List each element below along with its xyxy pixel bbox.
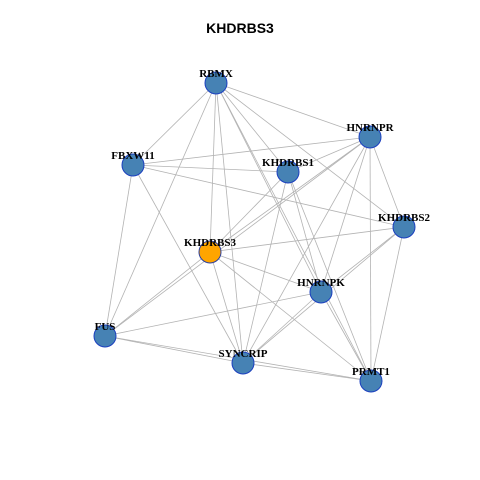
edge-rbmx-khdrbs2 (215, 82, 405, 228)
label-layer: RBMX HNRNPR FBXW11KHDRBS1KHDRBS2KHDRBS3HNR… (95, 68, 431, 378)
node-layer (93, 71, 416, 393)
node-hnrnpr[interactable] (358, 125, 382, 149)
edge-khdrbs2-prmt1 (370, 226, 405, 382)
edge-hnrnpr-fus (104, 136, 371, 337)
edge-rbmx-fus (104, 82, 217, 337)
edge-fbxw11-fus (104, 164, 134, 337)
node-label-khdrbs3: KHDRBS3 (184, 237, 236, 249)
edge-hnrnpr-khdrbs1 (287, 136, 371, 173)
edge-hnrnpk-fus (104, 291, 322, 337)
edge-khdrbs3-fus (104, 251, 211, 337)
edge-rbmx-khdrbs1 (215, 82, 289, 173)
edge-khdrbs2-khdrbs3 (209, 226, 405, 253)
node-label-prmt1: PRMT1 (352, 366, 390, 378)
node-prmt1[interactable] (359, 369, 383, 393)
edge-fbxw11-khdrbs1 (132, 164, 289, 173)
edge-khdrbs1-hnrnpk (287, 171, 322, 293)
edge-syncrip-prmt1 (242, 362, 372, 382)
edge-rbmx-fbxw11 (132, 82, 217, 166)
edge-hnrnpr-khdrbs2 (369, 136, 405, 228)
edge-khdrbs3-prmt1 (209, 251, 372, 382)
edge-fbxw11-syncrip (132, 164, 244, 364)
edge-rbmx-syncrip (215, 82, 244, 364)
node-label-hnrnpr: HNRNPR (346, 122, 394, 134)
node-label-fbxw11: FBXW11 (111, 150, 154, 162)
edge-khdrbs2-hnrnpk (320, 226, 405, 293)
edge-khdrbs3-hnrnpk (209, 251, 322, 293)
edge-khdrbs3-syncrip (209, 251, 244, 364)
node-label-hnrnpk: HNRNPK (297, 277, 345, 289)
node-syncrip[interactable] (231, 351, 255, 375)
node-rbmx[interactable] (204, 71, 228, 95)
edge-khdrbs1-prmt1 (287, 171, 372, 382)
edge-rbmx-hnrnpr (215, 82, 371, 138)
node-khdrbs1[interactable] (276, 160, 300, 184)
edge-hnrnpr-fbxw11 (132, 136, 371, 166)
node-fbxw11[interactable] (121, 153, 145, 177)
node-label-syncrip: SYNCRIP (219, 348, 268, 360)
edge-khdrbs1-khdrbs3 (209, 171, 289, 253)
chart-title: KHDRBS3 (206, 20, 274, 36)
node-label-khdrbs1: KHDRBS1 (262, 157, 314, 169)
node-label-fus: FUS (95, 321, 116, 333)
edge-hnrnpr-prmt1 (369, 136, 372, 382)
edge-hnrnpk-prmt1 (320, 291, 372, 382)
node-khdrbs3[interactable] (198, 240, 222, 264)
node-khdrbs2[interactable] (392, 215, 416, 239)
edge-rbmx-prmt1 (215, 82, 372, 382)
edge-fus-syncrip (104, 335, 244, 364)
edge-hnrnpr-hnrnpk (320, 136, 371, 293)
edge-hnrnpr-khdrbs3 (209, 136, 371, 253)
node-fus[interactable] (93, 324, 117, 348)
node-label-rbmx: RBMX (199, 68, 233, 80)
node-label-khdrbs2: KHDRBS2 (378, 212, 430, 224)
edge-hnrnpr-syncrip (242, 136, 371, 364)
node-hnrnpk[interactable] (309, 280, 333, 304)
edge-rbmx-hnrnpk (215, 82, 322, 293)
edge-layer (104, 82, 405, 382)
edge-hnrnpk-syncrip (242, 291, 322, 364)
edge-rbmx-khdrbs3 (209, 82, 217, 253)
edge-khdrbs1-syncrip (242, 171, 289, 364)
edge-fbxw11-khdrbs2 (132, 164, 405, 228)
